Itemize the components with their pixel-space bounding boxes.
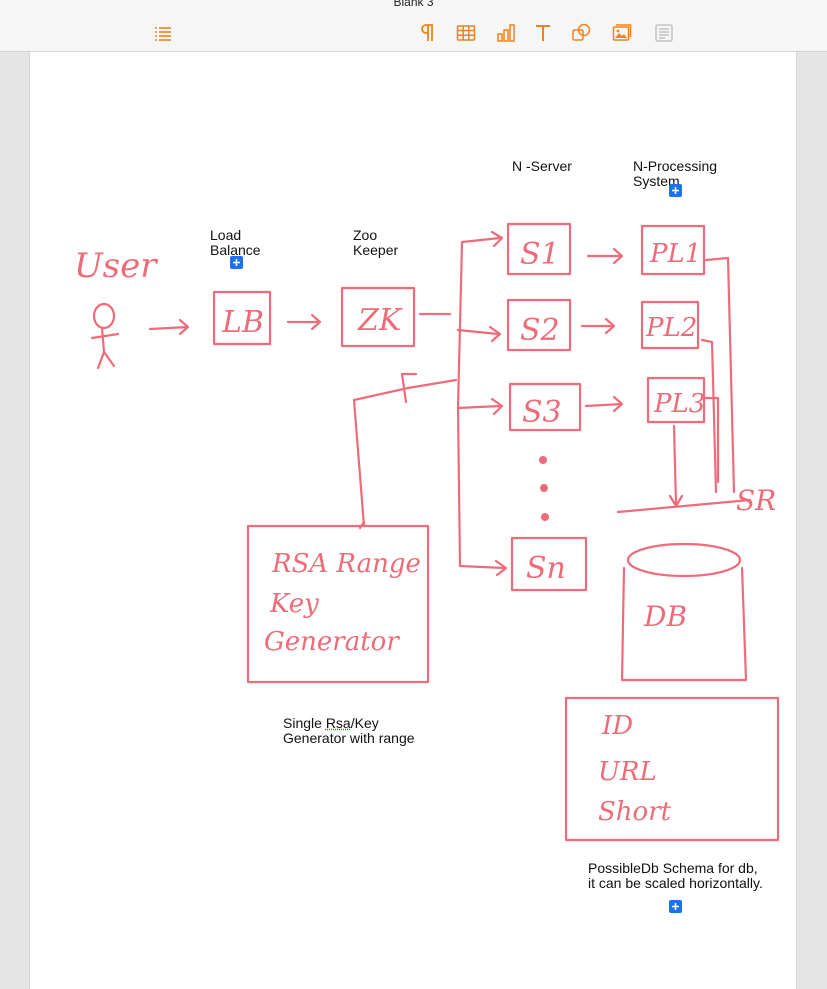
list-icon[interactable] xyxy=(150,20,176,46)
add-icon[interactable] xyxy=(669,184,682,197)
toolbar: Blank 3 xyxy=(0,0,827,52)
pl3-to-sr xyxy=(668,424,684,508)
arrow-lb-zk xyxy=(286,313,322,331)
comment-icon[interactable] xyxy=(651,20,677,46)
rsa-text-3: Generator xyxy=(264,627,400,657)
pl3-box xyxy=(646,376,706,424)
chart-icon[interactable] xyxy=(493,20,519,46)
db-text: DB xyxy=(643,600,687,633)
arrow-s3-pl3 xyxy=(584,395,624,413)
s3-text: S3 xyxy=(522,395,562,430)
pl3-text: PL3 xyxy=(653,389,705,419)
pl2-box xyxy=(640,300,700,350)
table-icon[interactable] xyxy=(453,20,479,46)
document-title: Blank 3 xyxy=(393,0,434,9)
rsa-link xyxy=(352,372,458,528)
s1-text: S1 xyxy=(520,237,560,272)
sn-text: Sn xyxy=(526,551,566,586)
rsa-caption-part: Single xyxy=(283,715,326,731)
lb-box xyxy=(212,290,272,346)
document-canvas[interactable]: User LB ZK S1 S2 S3 Sn xyxy=(30,52,796,989)
bus-to-s3 xyxy=(456,397,504,416)
lb-text: LB xyxy=(221,305,264,340)
n-processing-label[interactable]: N-Processing System xyxy=(633,158,718,189)
pl2-to-sr xyxy=(700,338,718,494)
architecture-sketch: User LB ZK S1 S2 S3 Sn xyxy=(74,222,780,842)
bus-to-s1 xyxy=(456,230,504,410)
load-balance-label[interactable]: Load Balance xyxy=(210,227,261,258)
user-stick-figure xyxy=(90,302,120,370)
sketch-user-label: User xyxy=(74,246,158,286)
schema-box xyxy=(564,696,780,842)
ellipsis-dot xyxy=(541,513,549,521)
arrow-s1-pl1 xyxy=(586,247,624,265)
misspelled-word: Rsa xyxy=(325,715,351,731)
arrow-user-lb xyxy=(148,318,190,336)
add-icon[interactable] xyxy=(669,900,682,913)
rsa-box xyxy=(246,524,430,684)
schema-short-text: Short xyxy=(598,797,672,827)
db-body xyxy=(620,566,748,682)
sn-box xyxy=(510,536,588,592)
pl3-side xyxy=(702,396,720,484)
pl2-text: PL2 xyxy=(645,313,697,343)
s3-box xyxy=(508,382,582,432)
n-server-label[interactable]: N -Server xyxy=(512,158,572,174)
schema-url-text: URL xyxy=(598,757,657,787)
s2-text: S2 xyxy=(520,313,560,348)
s2-box xyxy=(506,298,572,352)
shape-icon[interactable] xyxy=(568,20,594,46)
db-top xyxy=(626,542,742,578)
media-icon[interactable] xyxy=(609,20,635,46)
rsa-caption-label[interactable]: Single Rsa/Key Generator with range xyxy=(283,716,415,746)
db-caption-label[interactable]: PossibleDb Schema for db, it can be scal… xyxy=(588,860,763,891)
paragraph-icon[interactable] xyxy=(414,20,440,46)
bus-to-s2 xyxy=(456,325,502,343)
zoo-keeper-label[interactable]: Zoo Keeper xyxy=(353,227,399,258)
ellipsis-dot xyxy=(540,484,548,492)
rsa-text-1: RSA Range xyxy=(271,549,421,579)
zk-text: ZK xyxy=(357,303,403,338)
pl1-text: PL1 xyxy=(649,239,701,269)
rsa-text-2: Key xyxy=(269,589,319,619)
schema-id-text: ID xyxy=(601,711,633,741)
pl1-box xyxy=(640,224,706,276)
zk-box xyxy=(340,286,416,348)
text-icon[interactable] xyxy=(530,20,556,46)
arrow-s2-pl2 xyxy=(580,317,616,335)
pl1-to-sr xyxy=(704,256,736,494)
sr-line xyxy=(616,498,752,514)
bus-to-sn xyxy=(456,406,508,577)
ellipsis-dot xyxy=(539,456,547,464)
sr-text: SR xyxy=(736,484,776,517)
add-icon[interactable] xyxy=(230,256,243,269)
s1-box xyxy=(506,222,572,276)
rsa-caption-part: /Key Generator with range xyxy=(283,715,415,746)
